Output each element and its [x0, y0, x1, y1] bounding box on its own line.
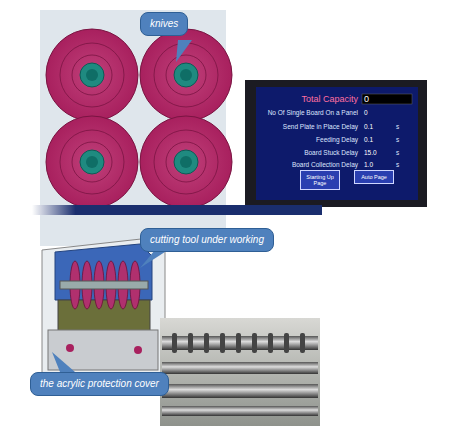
- disc-bore: [180, 156, 192, 168]
- roller-photo: [160, 318, 320, 426]
- disc-ring: [154, 130, 218, 194]
- disc-ring: [60, 43, 124, 107]
- node-text: Auto Page: [359, 174, 389, 180]
- screen-text: No Of Single Board On a Panel: [268, 110, 358, 117]
- roller: [162, 384, 318, 398]
- screen-text: 0.1: [364, 137, 373, 144]
- roller-blade: [236, 333, 241, 353]
- roller-blade: [220, 333, 225, 353]
- screen-button: Auto Page: [354, 170, 394, 184]
- callout-box: knives: [140, 12, 188, 36]
- knife-disc: [140, 29, 232, 121]
- disc-ring: [154, 43, 218, 107]
- screen-text: 1.0: [364, 162, 373, 169]
- callout-box: cutting tool under working: [140, 228, 274, 252]
- roller-blade: [284, 333, 289, 353]
- screen-text: Total Capacity: [301, 95, 358, 104]
- screen-text: 0: [364, 110, 368, 117]
- disc-hub: [80, 63, 104, 87]
- knife-disc: [46, 116, 138, 208]
- screen-text: Send Plate in Place Delay: [283, 124, 358, 131]
- callout-tail: [140, 250, 168, 268]
- screen-bezel: [245, 80, 427, 207]
- screen-text: 0: [364, 95, 369, 104]
- screen-button: Starting Up Page: [300, 170, 340, 190]
- roller-blade: [268, 333, 273, 353]
- screen-text: s: [396, 124, 399, 131]
- machine-render: [42, 238, 165, 385]
- screen-text: Feeding Delay: [316, 137, 358, 144]
- screen-text: 0.1: [364, 124, 373, 131]
- value-field: [362, 94, 412, 104]
- node-text: knives: [150, 18, 178, 30]
- knife-discs: [46, 29, 232, 208]
- disc-bore: [180, 69, 192, 81]
- disc-hub: [174, 63, 198, 87]
- screen-text: 15.0: [364, 150, 377, 157]
- node-text: the acrylic protection cover: [40, 378, 159, 390]
- disc-ring: [72, 142, 112, 182]
- callout-tail: [176, 40, 192, 62]
- node-text: cutting tool under working: [150, 234, 264, 246]
- screen-text: s: [396, 137, 399, 144]
- screen-text: s: [396, 150, 399, 157]
- screen-text: s: [396, 162, 399, 169]
- callout-tail: [52, 352, 75, 372]
- shaft: [60, 281, 148, 289]
- knife-disc: [46, 29, 138, 121]
- roller-blade: [172, 333, 177, 353]
- disc-hub: [80, 150, 104, 174]
- knife-disc: [140, 116, 232, 208]
- callout-box: the acrylic protection cover: [30, 372, 169, 396]
- disc-bore: [86, 156, 98, 168]
- rollers: [162, 333, 318, 416]
- screen: [256, 87, 418, 200]
- disc-ring: [60, 130, 124, 194]
- roller-blade: [252, 333, 257, 353]
- disc-ring: [166, 142, 206, 182]
- screen-text: Board Stuck Delay: [304, 150, 358, 157]
- screen-text: Board Collection Delay: [292, 162, 358, 169]
- roller: [162, 406, 318, 416]
- roller: [162, 362, 318, 374]
- disc-bore: [86, 69, 98, 81]
- disc-ring: [72, 55, 112, 95]
- roller-blade: [204, 333, 209, 353]
- disc-hub: [174, 150, 198, 174]
- disc-ring: [166, 55, 206, 95]
- roller-blade: [300, 333, 305, 353]
- node-text: Starting Up Page: [305, 174, 335, 186]
- roller-blade: [188, 333, 193, 353]
- header-band: [32, 205, 322, 215]
